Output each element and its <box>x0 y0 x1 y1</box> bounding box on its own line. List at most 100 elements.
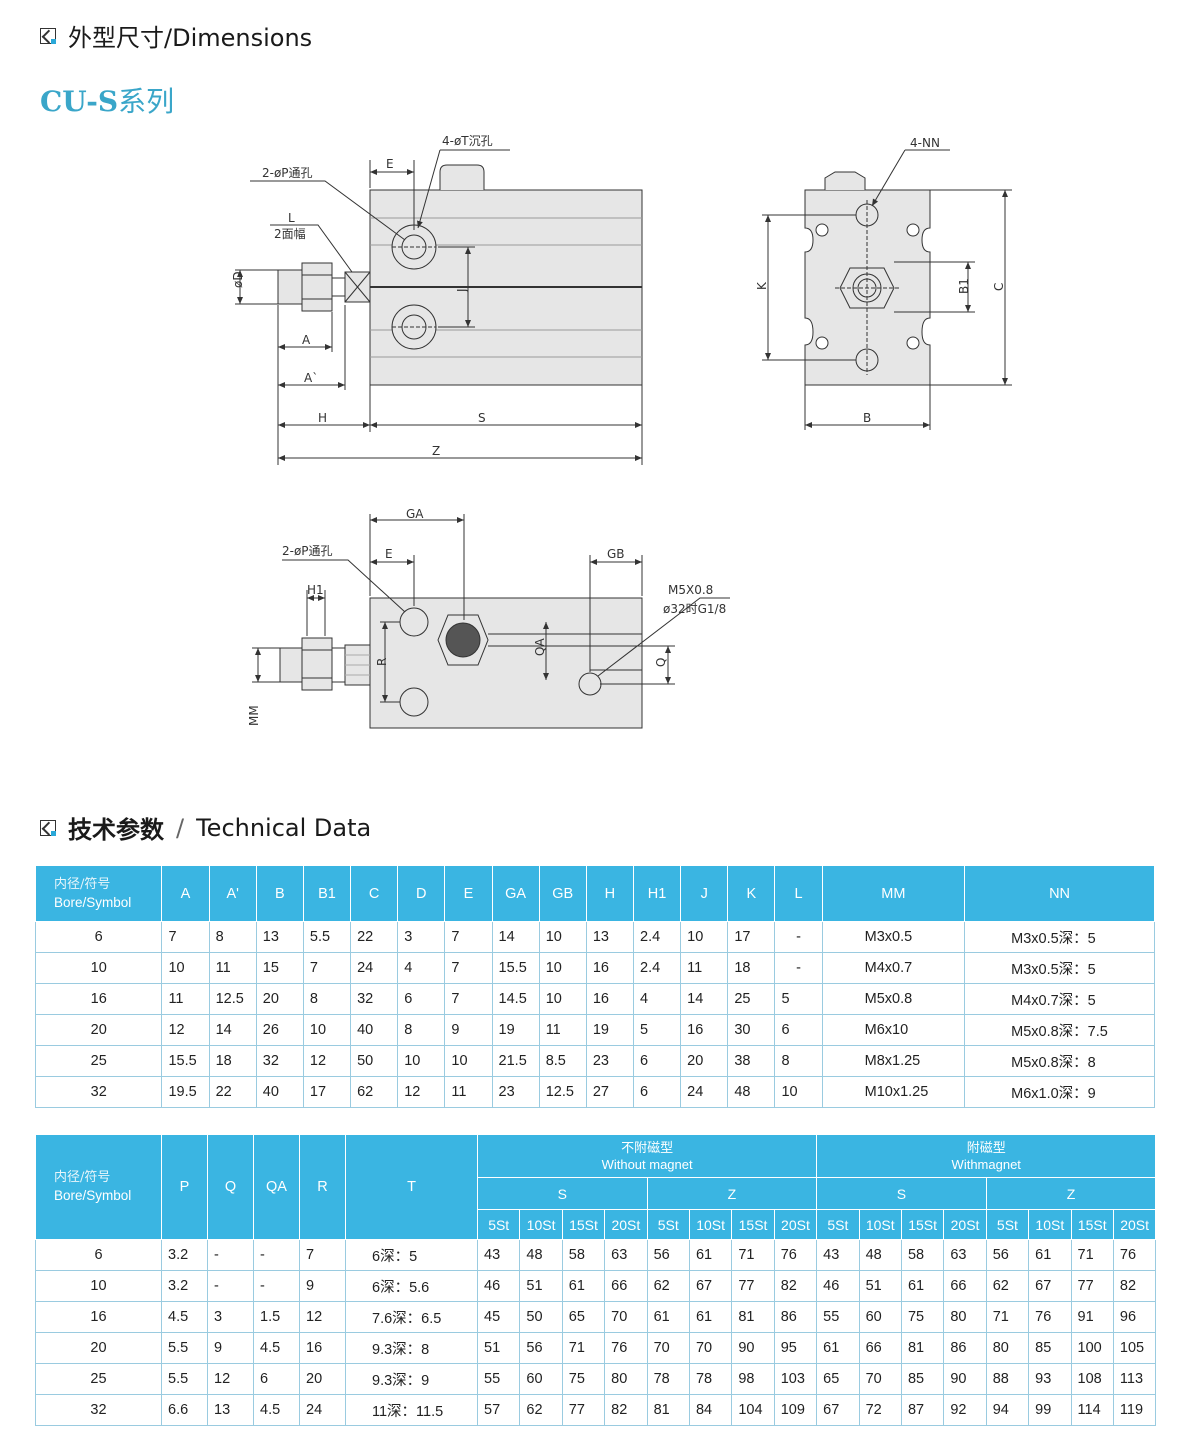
table-cell: 70 <box>688 1332 733 1364</box>
table-cell: M4x0.7 <box>821 952 966 984</box>
bore-cell: 10 <box>34 952 163 984</box>
label-gb: GB <box>607 547 625 561</box>
table-cell: 27 <box>585 1076 635 1108</box>
table-cell: 7 <box>444 921 493 953</box>
table-cell: 114 <box>1070 1394 1114 1426</box>
table-cell: - <box>207 1239 254 1271</box>
group-with-cn: 附磁型 <box>966 1140 1006 1155</box>
table-cell: 5 <box>632 1014 682 1046</box>
table-cell: 86 <box>773 1301 818 1333</box>
label-mm: MM <box>247 705 261 726</box>
stroke-header-20st: 20St <box>604 1209 648 1240</box>
table-cell: 10 <box>444 1045 493 1077</box>
label-r: R <box>375 658 389 666</box>
column-header-b1: B1 <box>302 865 352 922</box>
table-cell: 109 <box>773 1394 818 1426</box>
symbol-header: 内径/符号 Bore/Symbol <box>34 865 163 922</box>
bore-cell: 32 <box>34 1076 163 1108</box>
table-cell: 18 <box>208 1045 257 1077</box>
symbol-en-2: Bore/Symbol <box>54 1188 132 1203</box>
table-cell: 14 <box>491 921 540 953</box>
column-header-e: E <box>444 865 493 922</box>
table-cell: 113 <box>1112 1363 1157 1395</box>
table-cell: 5.5 <box>161 1332 208 1364</box>
table-cell: - <box>774 952 823 984</box>
symbol-header-2: 内径/符号 Bore/Symbol <box>35 1134 162 1240</box>
table-cell: 40 <box>255 1076 304 1108</box>
symbol-cn-2: 内径/符号 <box>54 1170 111 1185</box>
table-cell: 12 <box>397 1076 446 1108</box>
stroke-header-5st: 5St <box>985 1209 1030 1240</box>
table-cell: 20 <box>255 983 304 1015</box>
table-cell: 13 <box>585 921 635 953</box>
table-cell: 14 <box>680 983 729 1015</box>
corner-arrow-icon <box>40 27 56 44</box>
table-cell: 7.6深：6.5 <box>345 1301 478 1333</box>
stroke-header-5st: 5St <box>646 1209 690 1240</box>
table-cell: 75 <box>900 1301 945 1333</box>
tech-title-cn: 技术参数 <box>68 816 164 844</box>
dimensions-title: 外型尺寸/Dimensions <box>68 24 313 52</box>
table-cell: 98 <box>731 1363 775 1395</box>
table-cell: 51 <box>519 1270 563 1302</box>
table-cell: 8 <box>208 921 257 953</box>
table-cell: 6 <box>397 983 446 1015</box>
table-cell: 4.5 <box>253 1394 300 1426</box>
table-cell: 1.5 <box>253 1301 300 1333</box>
table-cell: 48 <box>727 1076 776 1108</box>
table-cell: 61 <box>816 1332 860 1364</box>
table-cell: 61 <box>646 1301 690 1333</box>
bore-cell: 25 <box>35 1363 162 1395</box>
stroke-header-10st: 10St <box>688 1209 733 1240</box>
label-z: Z <box>432 444 440 458</box>
label-e: E <box>386 157 394 171</box>
table-cell: 10 <box>161 952 210 984</box>
table-cell: 3 <box>207 1301 254 1333</box>
series-suffix: 系列 <box>118 85 175 118</box>
table-cell: 11 <box>538 1014 587 1046</box>
table-cell: 77 <box>1070 1270 1114 1302</box>
column-header-t: T <box>345 1134 478 1240</box>
table-cell: 40 <box>350 1014 399 1046</box>
table-cell: 91 <box>1070 1301 1114 1333</box>
corner-arrow-icon <box>40 819 56 836</box>
table-cell: 12.5 <box>538 1076 587 1108</box>
table-cell: 77 <box>561 1394 606 1426</box>
table-cell: 3.2 <box>161 1270 208 1302</box>
stroke-header-5st: 5St <box>476 1209 521 1240</box>
column-header-j: J <box>680 865 729 922</box>
table-cell: 14.5 <box>491 983 540 1015</box>
label-h: H <box>318 411 327 425</box>
table-cell: 76 <box>1112 1239 1157 1271</box>
table-cell: M8x1.25 <box>821 1045 966 1077</box>
table-cell: 11 <box>680 952 729 984</box>
table-cell: 12 <box>302 1045 352 1077</box>
table-cell: 6.6 <box>161 1394 208 1426</box>
table-cell: M3x0.5深：5 <box>964 952 1155 984</box>
table-cell: 5.5 <box>302 921 352 953</box>
table-cell: 94 <box>985 1394 1030 1426</box>
table-cell: 3.2 <box>161 1239 208 1271</box>
table-cell: 15 <box>255 952 304 984</box>
table-cell: 71 <box>561 1332 606 1364</box>
table-cell: 12 <box>207 1363 254 1395</box>
stroke-header-20st: 20St <box>943 1209 987 1240</box>
table-cell: 93 <box>1028 1363 1072 1395</box>
table-cell: 15.5 <box>491 952 540 984</box>
table-cell: 55 <box>476 1363 521 1395</box>
table-cell: 96 <box>1112 1301 1157 1333</box>
table-cell: 11 <box>444 1076 493 1108</box>
bore-cell: 6 <box>34 921 163 953</box>
stroke-header-15st: 15St <box>731 1209 775 1240</box>
table-cell: 24 <box>299 1394 346 1426</box>
label-q: Q <box>654 658 668 667</box>
table-cell: 76 <box>1028 1301 1072 1333</box>
table-cell: 32 <box>350 983 399 1015</box>
table-cell: 8.5 <box>538 1045 587 1077</box>
